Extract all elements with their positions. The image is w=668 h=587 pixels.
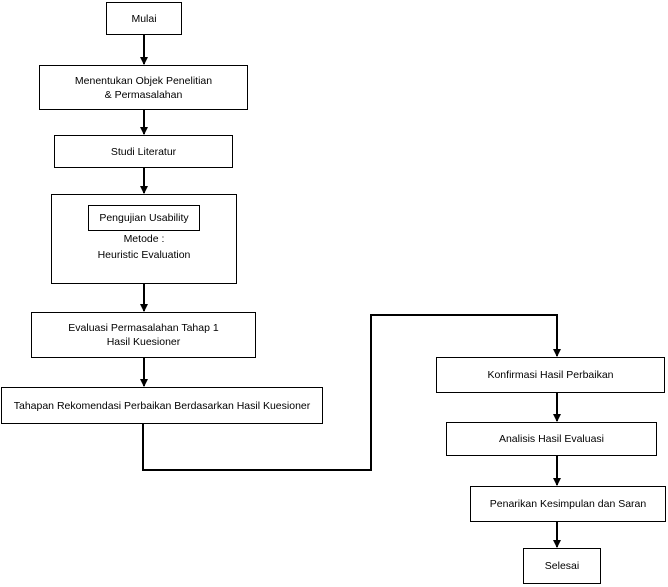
node-mulai: Mulai <box>106 2 182 35</box>
node-penarikan-kesimpulan: Penarikan Kesimpulan dan Saran <box>470 486 666 522</box>
node-menentukan-line1: Menentukan Objek Penelitian <box>74 74 213 87</box>
node-penarikan-label: Penarikan Kesimpulan dan Saran <box>489 498 647 510</box>
node-evaluasi: Evaluasi Permasalahan Tahap 1 Hasil Kues… <box>31 312 256 358</box>
node-pengujian-usability: Pengujian Usability Metode : Heuristic E… <box>51 194 237 284</box>
node-selesai-label: Selesai <box>544 560 580 572</box>
node-mulai-label: Mulai <box>131 12 157 25</box>
node-pengujian-method: Heuristic Evaluation <box>97 249 191 261</box>
node-pengujian-title: Pengujian Usability <box>99 212 189 224</box>
node-evaluasi-line1: Evaluasi Permasalahan Tahap 1 <box>68 322 219 334</box>
node-pengujian-title-box: Pengujian Usability <box>88 205 200 231</box>
node-tahapan-label: Tahapan Rekomendasi Perbaikan Berdasarka… <box>13 399 311 412</box>
node-analisis: Analisis Hasil Evaluasi <box>446 422 657 456</box>
node-analisis-label: Analisis Hasil Evaluasi <box>498 433 605 445</box>
node-konfirmasi: Konfirmasi Hasil Perbaikan <box>436 357 665 393</box>
node-studi-literatur: Studi Literatur <box>54 135 233 168</box>
connector-tahapan-to-konfirmasi <box>142 314 561 471</box>
node-pengujian-method-label: Metode : <box>123 233 165 245</box>
node-studi-label: Studi Literatur <box>110 145 177 158</box>
node-menentukan: Menentukan Objek Penelitian & Permasalah… <box>39 65 248 110</box>
node-tahapan-rekomendasi: Tahapan Rekomendasi Perbaikan Berdasarka… <box>1 387 323 424</box>
node-evaluasi-line2: Hasil Kuesioner <box>106 336 181 348</box>
node-selesai: Selesai <box>523 548 601 584</box>
node-konfirmasi-label: Konfirmasi Hasil Perbaikan <box>487 369 614 381</box>
node-menentukan-line2: & Permasalahan <box>104 88 183 101</box>
